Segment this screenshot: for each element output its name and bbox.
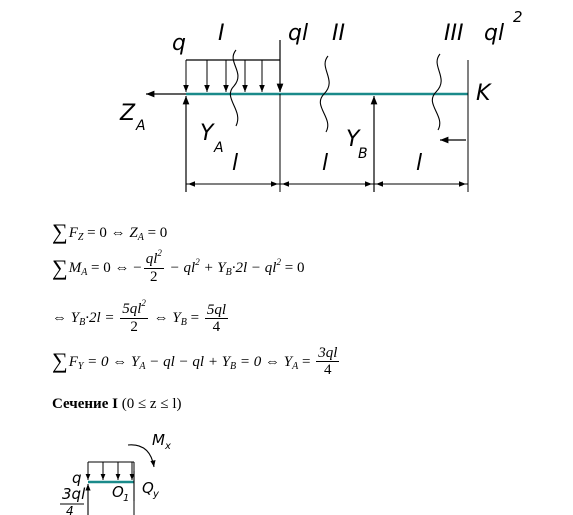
section-label-M: M <box>152 431 165 449</box>
beam-diagram: q I ql II III ql 2 K Z A Y A Y B l l l <box>119 8 523 192</box>
label-YB: Y <box>346 127 361 152</box>
label-ZA: Z <box>119 101 136 126</box>
label-ZA-sub: A <box>135 118 146 134</box>
section-label-Q-sub: y <box>152 489 160 500</box>
section-label-O-sub: 1 <box>123 493 129 504</box>
section-heading-condition: (0 ≤ z ≤ l) <box>117 396 182 412</box>
label-section-3: III <box>444 21 463 46</box>
label-ql: ql <box>288 21 308 46</box>
label-YA: Y <box>200 121 215 146</box>
section-cut-1 <box>229 49 239 127</box>
label-section-1: I <box>218 21 225 46</box>
label-span-2: l <box>322 151 328 176</box>
label-span-3: l <box>416 151 422 176</box>
label-span-1: l <box>232 151 238 176</box>
section-diagram: q 3ql 4 O 1 Q y M x <box>60 431 171 515</box>
label-ql2-exp: 2 <box>513 8 523 26</box>
label-YA-sub: A <box>213 140 224 156</box>
section-cut-3 <box>431 53 442 131</box>
section-heading: Сечение I (0 ≤ z ≤ l) <box>52 396 181 413</box>
section-label-q: q <box>72 469 82 487</box>
label-YB-sub: B <box>358 146 368 162</box>
section-distributed-load <box>85 461 135 480</box>
section-label-Q: Q <box>142 479 154 497</box>
section-label-reaction-den: 4 <box>66 504 74 515</box>
moment-Mx-arc <box>127 444 156 468</box>
label-ql2: ql <box>484 21 504 46</box>
section-label-reaction-num: 3ql <box>62 485 86 503</box>
label-K: K <box>476 81 492 106</box>
label-section-2: II <box>332 21 345 46</box>
section-cut-2 <box>319 55 330 133</box>
section-heading-title: Сечение I <box>52 396 118 412</box>
distributed-load-q <box>183 59 283 92</box>
label-q: q <box>172 31 186 56</box>
section-label-M-sub: x <box>164 441 171 452</box>
section-label-O: O <box>112 483 124 501</box>
